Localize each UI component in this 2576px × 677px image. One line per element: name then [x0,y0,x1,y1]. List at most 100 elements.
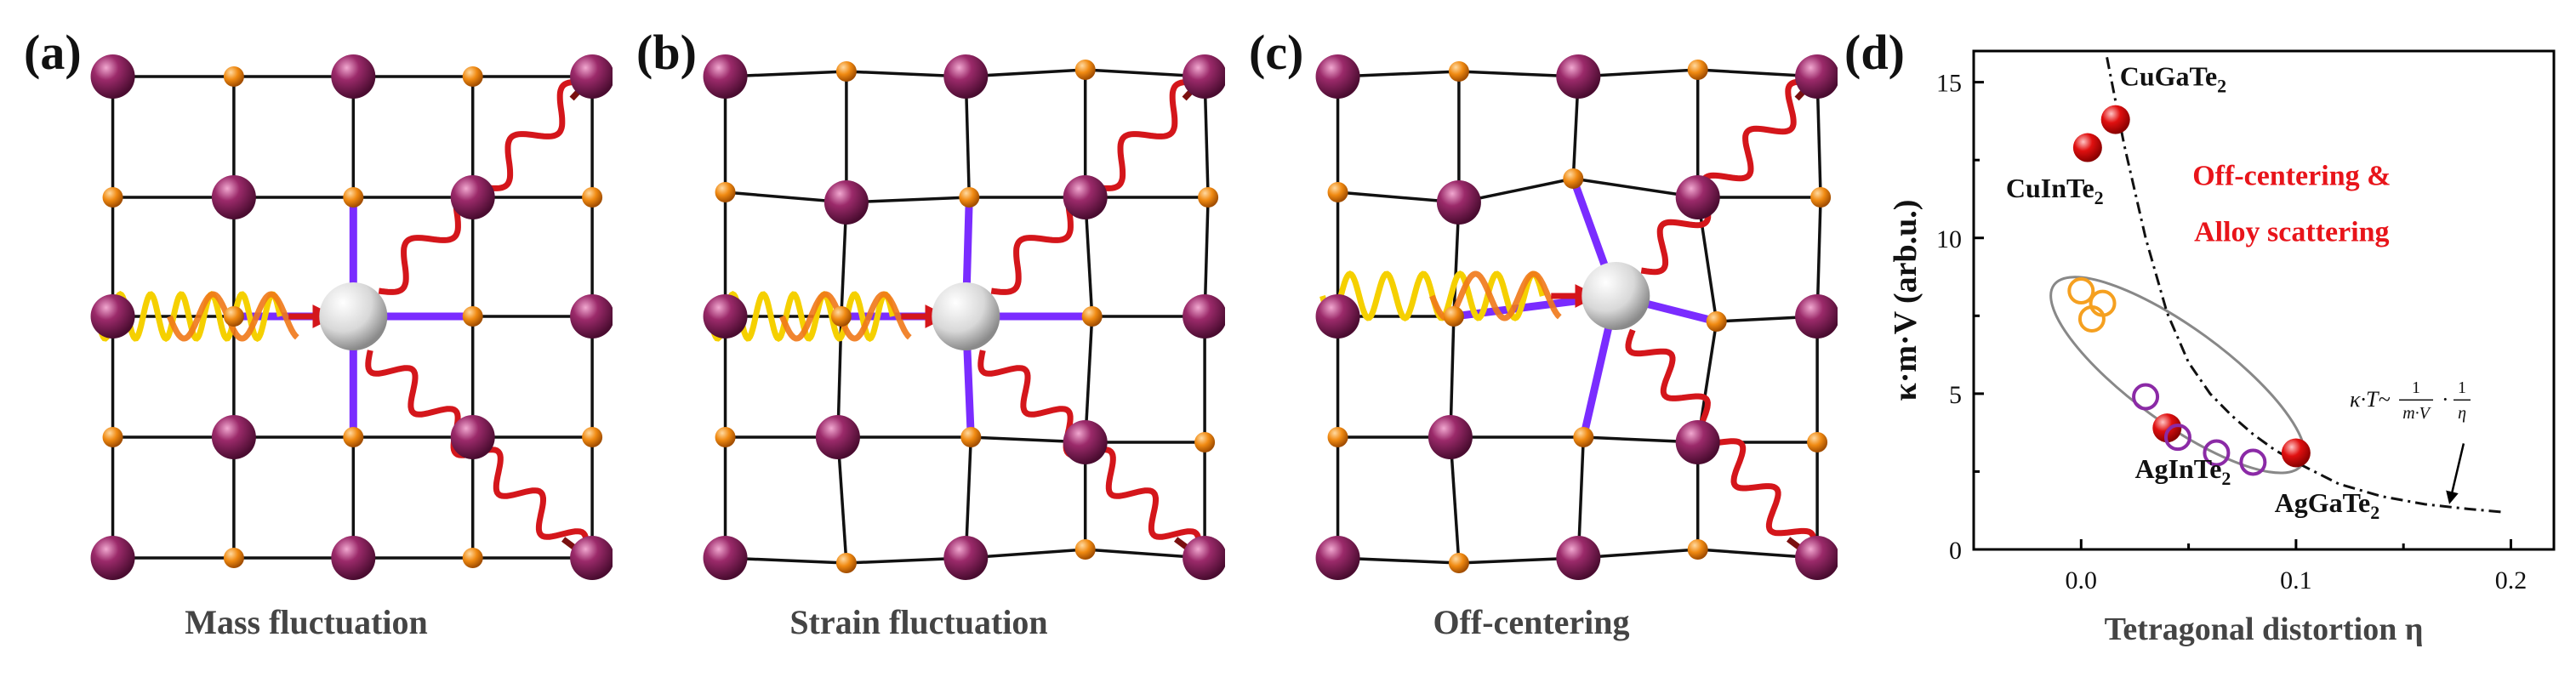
cation-atom [450,175,495,219]
anion-atom [1443,306,1464,327]
cation-atom [1315,536,1360,580]
anion-atom [1810,187,1832,208]
cation-atom [703,294,748,338]
cation-atom [90,294,135,338]
anion-atom [715,427,736,447]
cation-atom [943,536,989,580]
anion-atom [1074,539,1096,560]
lattice-diagram-a [90,54,613,580]
panel-label: (d) [1844,25,1905,80]
anion-atom [1807,432,1828,452]
cation-atom [90,536,135,580]
cation-atom [1428,415,1473,459]
anion-atom [1081,306,1103,327]
data-point-purple [2239,448,2267,476]
cation-atom [824,180,869,225]
cation-atom [331,54,376,99]
lattice-diagram-b [703,54,1225,580]
anion-atom [343,427,364,447]
anion-atom [462,306,483,327]
defect-atom [1582,262,1650,330]
scattered-wave-down [1625,328,1816,556]
cation-atom [570,536,613,580]
anion-atom [1687,539,1708,560]
y-tick-label: 10 [1936,225,1962,253]
cation-atom [1063,175,1108,219]
cation-atom [943,54,989,99]
panel-label: (b) [636,25,697,80]
incoming-phonon-wave [779,291,912,342]
anion-atom [1198,187,1219,208]
cation-atom [1436,180,1481,225]
anion-atom [582,187,603,208]
cation-atom [331,536,376,580]
data-point-orange [2077,304,2106,333]
anion-atom [343,187,364,208]
defect-atom [932,282,1000,350]
cation-atom [570,294,613,338]
cation-atom [1315,54,1360,99]
cation-atom [815,415,860,459]
defect-atom [319,282,388,350]
cation-atom [1183,54,1225,99]
anion-atom [960,427,982,447]
cation-atom [211,415,256,459]
cation-atom [450,415,495,459]
anion-atom [1194,432,1216,452]
panel-title: Strain fluctuation [789,603,1048,641]
cation-atom [1063,420,1108,464]
anion-atom [1706,311,1727,332]
annotation-line2: Alloy scattering [2194,216,2389,247]
anion-atom [1327,427,1348,447]
data-point-AgGaTe2 [2281,438,2311,468]
anion-atom [835,61,857,82]
anion-atom [959,187,980,208]
anion-atom [462,548,483,568]
panel-label: (c) [1249,25,1304,80]
compound-label: AgGaTe2 [2275,487,2380,523]
anion-atom [1563,168,1584,189]
anion-atom [835,553,857,573]
anion-atom [582,427,603,447]
data-point-CuGaTe2 [2100,105,2130,134]
anion-atom [102,427,123,447]
anion-atom [1327,182,1348,202]
panel-label: (a) [24,25,82,80]
cation-atom [1556,54,1601,99]
cation-atom [1675,175,1720,219]
cation-atom [703,536,748,580]
anion-atom [102,187,123,208]
cation-atom [570,54,613,99]
cation-atom [90,54,135,99]
anion-atom [1448,61,1469,82]
anion-atom [1687,60,1708,80]
panel-title: Mass fluctuation [185,603,428,641]
y-tick-label: 15 [1936,70,1962,98]
panel-a: (a) Mass fluctuation [0,0,613,677]
anion-atom [462,66,483,87]
x-tick-label: 0.1 [2280,566,2312,595]
plot-frame [1972,49,2556,551]
cation-atom [1183,294,1225,338]
data-point-orange [2067,277,2095,305]
data-point-purple [2163,424,2191,452]
cation-atom [211,175,256,219]
lattice-diagram-c [1315,54,1838,580]
cation-atom [1795,294,1838,338]
formula-dot: · [2442,387,2449,412]
compound-label: CuInTe2 [2006,173,2104,208]
formula-den1: m·V [2402,404,2431,423]
annotation-line1: Off-centering & [2192,160,2391,191]
y-tick-label: 5 [1949,381,1962,409]
y-axis-label: κ·m·V (arb.u.) [1888,200,1923,401]
cation-atom [1795,54,1838,99]
panel-c: (c) Off-centering [1225,0,1838,677]
x-tick-label: 0.0 [2066,566,2098,595]
incoming-phonon-wave [167,291,299,342]
anion-atom [1448,553,1469,573]
anion-atom [830,306,852,327]
scattered-wave-up [1640,78,1813,276]
formula-den2: η [2458,404,2466,423]
